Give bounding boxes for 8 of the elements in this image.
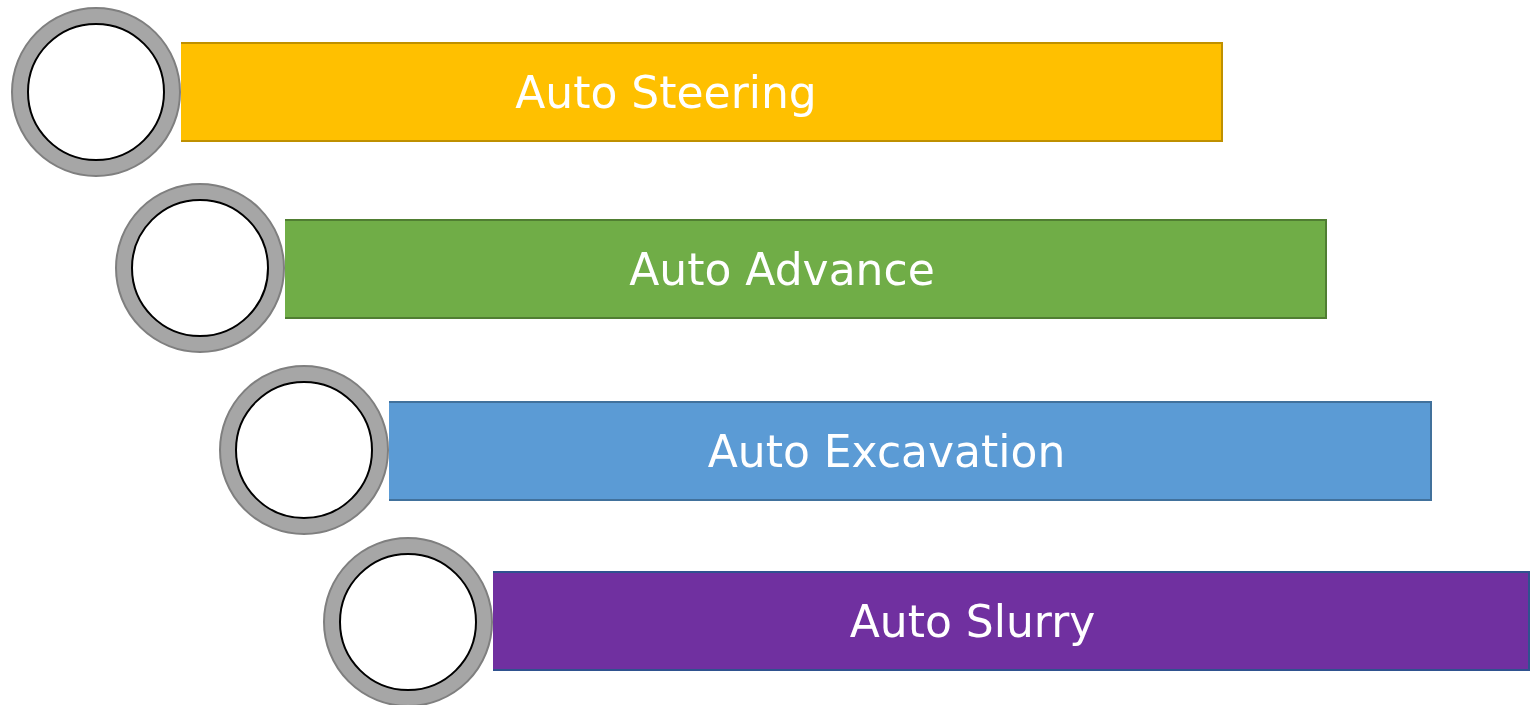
bar-label: Auto Advance — [629, 243, 935, 295]
bar-label: Auto Slurry — [849, 595, 1096, 647]
label-bar — [181, 42, 1223, 142]
label-bar — [493, 571, 1530, 671]
bar-label: Auto Excavation — [707, 425, 1066, 477]
label-bar — [389, 401, 1432, 501]
bar-label: Auto Steering — [515, 66, 817, 118]
label-bar — [285, 219, 1327, 319]
